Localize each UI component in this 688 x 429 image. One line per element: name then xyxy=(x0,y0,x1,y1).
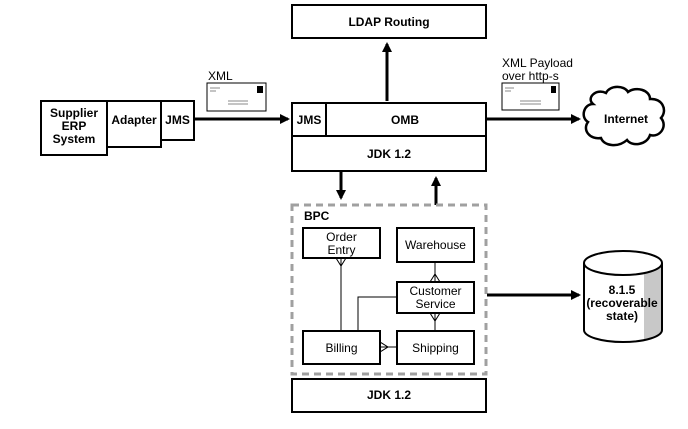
order-entry-label-1: Order xyxy=(326,230,357,244)
customer-service-label-1: Customer xyxy=(409,284,461,298)
jms-left-label: JMS xyxy=(165,113,190,127)
supplier-erp-system: Supplier ERP System xyxy=(40,100,108,156)
omb-jms-label: JMS xyxy=(297,113,322,127)
warehouse-box: Warehouse xyxy=(396,227,475,263)
jdk-bottom-box: JDK 1.2 xyxy=(291,378,487,413)
envelope-icon xyxy=(206,82,267,112)
jms-box-left: JMS xyxy=(160,100,195,141)
envelope-icon xyxy=(501,82,560,111)
omb-jdk-label: JDK 1.2 xyxy=(367,147,411,161)
order-entry-box: Order Entry xyxy=(302,227,381,259)
customer-service-box: Customer Service xyxy=(396,281,475,314)
order-entry-label-2: Entry xyxy=(327,243,355,257)
internet-cloud: Internet xyxy=(582,85,666,147)
xml-label: XML xyxy=(208,69,233,83)
billing-label: Billing xyxy=(325,341,357,355)
adapter-label: Adapter xyxy=(111,113,157,127)
db-label-2: (recoverable xyxy=(586,296,658,310)
bpc-connectors xyxy=(335,257,441,353)
shipping-label: Shipping xyxy=(412,341,459,355)
omb-block: JMS OMB JDK 1.2 xyxy=(291,102,487,172)
database-cylinder-icon: 8.1.5 (recoverable state) xyxy=(583,250,663,343)
internet-label: Internet xyxy=(604,112,648,126)
bpc-container: BPC xyxy=(290,203,488,376)
omb-label: OMB xyxy=(391,113,419,127)
ldap-label: LDAP Routing xyxy=(348,15,429,29)
supplier-label-3: System xyxy=(53,132,96,146)
payload-label-1: XML Payload xyxy=(502,56,573,70)
ldap-routing-box: LDAP Routing xyxy=(291,4,487,39)
db-label-1: 8.1.5 xyxy=(609,283,636,297)
supplier-label-2: ERP xyxy=(62,119,87,133)
customer-service-label-2: Service xyxy=(415,297,455,311)
shipping-box: Shipping xyxy=(396,330,475,365)
bpc-title: BPC xyxy=(304,209,330,223)
db-label-3: state) xyxy=(606,309,638,323)
supplier-label-1: Supplier xyxy=(50,106,98,120)
jdk-bottom-label: JDK 1.2 xyxy=(367,388,411,402)
adapter-box: Adapter xyxy=(106,100,162,148)
warehouse-label: Warehouse xyxy=(405,238,466,252)
billing-box: Billing xyxy=(302,330,381,365)
payload-label-2: over http-s xyxy=(502,69,559,83)
